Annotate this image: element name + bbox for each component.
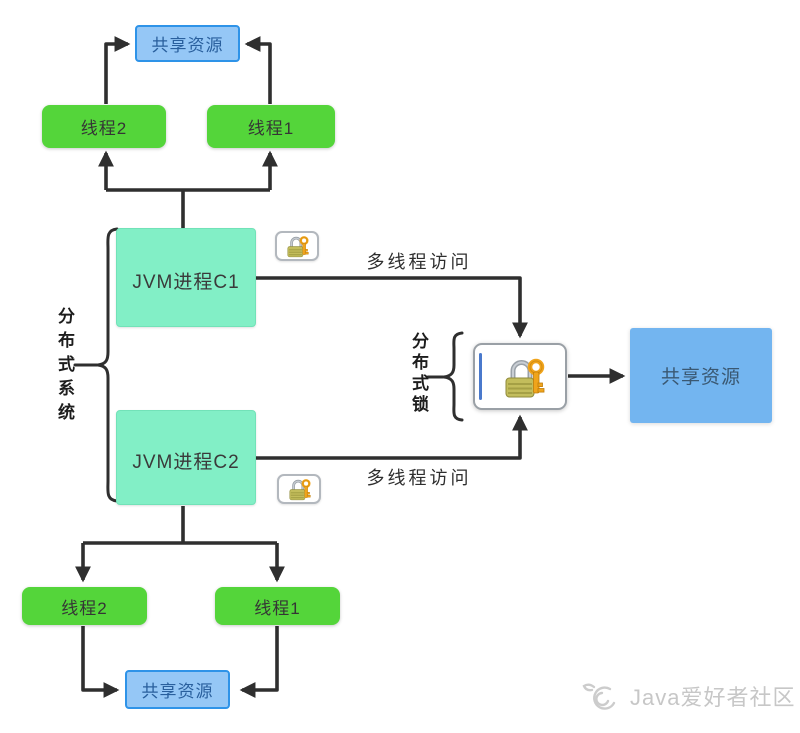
arrow-thread1-to-shared-top bbox=[244, 36, 272, 104]
jvm-process-c2: JVM进程C2 bbox=[116, 410, 321, 505]
arrow-thread2-to-shared-bottom bbox=[81, 626, 120, 698]
jvm-c1-label: JVM进程C1 bbox=[132, 272, 240, 293]
thread-1-bottom: 线程1 bbox=[215, 587, 340, 625]
multithread-access-label-bottom: 多线程访问 bbox=[366, 468, 472, 488]
brace-distributed-lock bbox=[442, 331, 464, 422]
watermark: Java爱好者社区 bbox=[582, 680, 795, 712]
padlock-icon bbox=[284, 233, 310, 259]
multithread-access-label-top: 多线程访问 bbox=[366, 252, 472, 272]
junction-bottom bbox=[83, 506, 277, 545]
arrow-thread1-to-shared-bottom bbox=[239, 626, 279, 698]
watermark-text: Java爱好者社区 bbox=[630, 685, 796, 710]
junction-top bbox=[106, 188, 270, 231]
lock-badge-c1 bbox=[275, 231, 319, 261]
arrow-jvmc1-to-lock bbox=[256, 276, 528, 339]
thread-1-top: 线程1 bbox=[207, 105, 335, 148]
distributed-system-label: 分布式系统 bbox=[55, 307, 74, 427]
lock-accent-bar bbox=[479, 353, 482, 400]
thread-2-bottom: 线程2 bbox=[22, 587, 147, 625]
padlock-icon bbox=[286, 476, 312, 502]
arrow-thread2-to-shared-top bbox=[104, 36, 131, 104]
lock-badge-c2 bbox=[277, 474, 321, 504]
shared-resource-bottom: 共享资源 bbox=[125, 670, 230, 709]
shared-resource-right: 共享资源 bbox=[630, 328, 772, 423]
distributed-lock-box bbox=[473, 343, 567, 410]
community-logo-icon bbox=[582, 683, 616, 710]
arrow-jvmc2-to-lock bbox=[256, 414, 528, 460]
padlock-key-icon bbox=[499, 353, 547, 401]
jvm-c2-label: JVM进程C2 bbox=[132, 452, 240, 473]
jvm-process-c1: JVM进程C1 bbox=[116, 228, 319, 327]
distributed-lock-label: 分布式锁 bbox=[409, 332, 428, 416]
thread-2-top: 线程2 bbox=[42, 105, 166, 148]
brace-distributed-system bbox=[96, 227, 119, 503]
shared-resource-top: 共享资源 bbox=[135, 25, 240, 62]
